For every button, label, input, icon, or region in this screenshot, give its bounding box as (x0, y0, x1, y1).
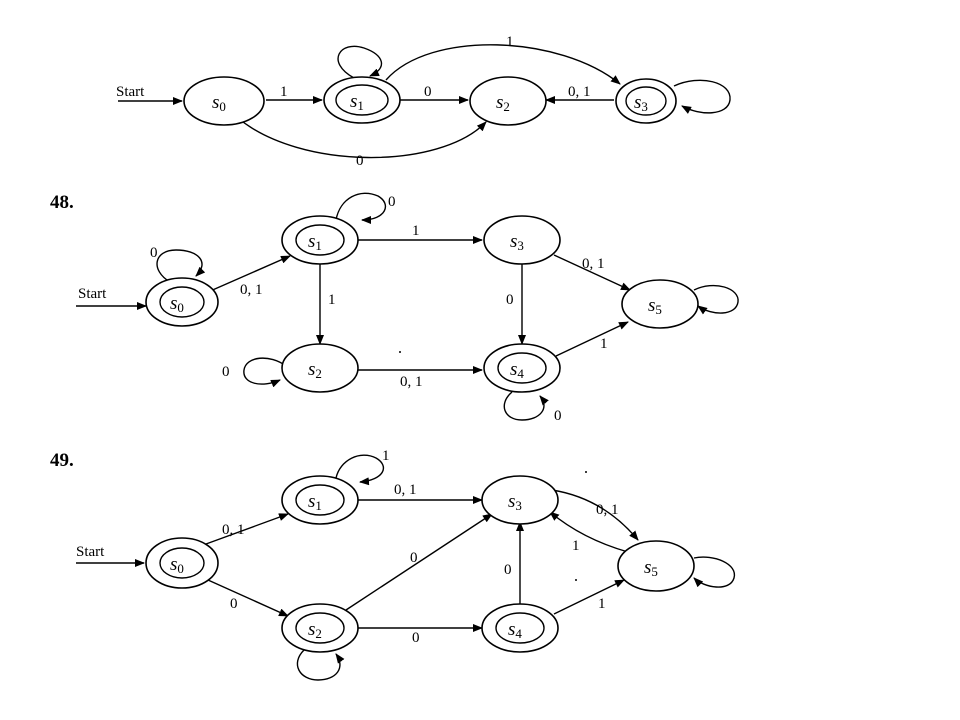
svg-text:s3: s3 (508, 491, 522, 513)
svg-text:s3: s3 (510, 231, 524, 253)
diagram-48: 48. Start 0 0 0, 1 1 1 0 0, 1 0, 1 1 0 (50, 192, 739, 424)
edge-label: 0 (356, 153, 364, 169)
svg-text:s1: s1 (308, 491, 322, 513)
problem-number: 48. (50, 192, 74, 213)
state-s4: s4 (481, 603, 559, 653)
edge-label: 0 (410, 550, 418, 566)
state-s0: s0 (183, 76, 265, 126)
edge-s5-s3 (549, 511, 629, 553)
edge-label: 1 (382, 448, 390, 464)
state-s0: s0 (145, 537, 219, 589)
edge-label: 1 (572, 538, 580, 554)
stray-mark (585, 471, 587, 473)
stray-mark (399, 351, 401, 353)
edge-label: 0 (388, 194, 396, 210)
edge-label: 1 (506, 34, 514, 50)
state-s4: s4 (483, 343, 561, 393)
loop-s5 (693, 284, 739, 315)
edge-label: 0, 1 (400, 374, 423, 390)
edge-s4-s5 (553, 579, 625, 615)
svg-text:s0: s0 (212, 92, 226, 114)
svg-text:s1: s1 (308, 231, 322, 253)
edge-label: 0, 1 (596, 502, 619, 518)
svg-text:s0: s0 (170, 293, 184, 315)
state-s0: s0 (145, 277, 219, 327)
state-s5: s5 (621, 279, 699, 329)
edge-label: 1 (412, 223, 420, 239)
svg-text:s4: s4 (508, 619, 522, 641)
loop-s3 (673, 79, 731, 114)
edge-label: 0 (554, 408, 562, 424)
edge-label: 1 (598, 596, 606, 612)
svg-text:s2: s2 (308, 359, 322, 381)
stray-mark (575, 579, 577, 581)
edge-label: 0 (506, 292, 514, 308)
edge-s0-s1 (205, 513, 289, 545)
state-s1: s1 (281, 475, 359, 525)
state-s3: s3 (483, 215, 561, 265)
start-label: Start (78, 286, 107, 302)
problem-number: 49. (50, 450, 74, 471)
loop-s0 (156, 249, 206, 283)
state-s2: s2 (469, 76, 547, 126)
edge-label: 1 (328, 292, 336, 308)
svg-text:s0: s0 (170, 554, 184, 576)
diagram-top: Start 1 0 1 0, 1 0 s0 s1 s2 (116, 34, 731, 169)
svg-text:s5: s5 (644, 557, 658, 579)
diagram-49: 49. Start 1 0, 1 0 0, 1 0 0 0 0, 1 1 (50, 448, 735, 681)
edge-s4-s5 (555, 321, 629, 357)
state-s3: s3 (615, 78, 677, 124)
loop-s1 (335, 454, 385, 486)
loop-s1 (335, 192, 387, 224)
state-s3: s3 (481, 475, 559, 525)
edge-s2-s3 (345, 513, 493, 611)
edge-label: 0 (230, 596, 238, 612)
state-s2: s2 (281, 343, 359, 393)
edge-label: 0, 1 (568, 84, 591, 100)
edge-s3-s5 (553, 254, 631, 291)
loop-s2 (243, 357, 287, 388)
svg-text:s2: s2 (308, 619, 322, 641)
edge-s0-s2 (237, 117, 487, 159)
edge-label: 0, 1 (582, 256, 605, 272)
loop-s4 (503, 391, 549, 421)
edge-s1-s3 (385, 44, 621, 85)
edge-label: 0, 1 (394, 482, 417, 498)
loop-s5 (693, 556, 735, 588)
edge-label: 0, 1 (222, 522, 245, 538)
start-label: Start (76, 544, 105, 560)
edge-label: 0, 1 (240, 282, 263, 298)
edge-label: 1 (600, 336, 608, 352)
svg-text:s4: s4 (510, 359, 524, 381)
svg-text:s2: s2 (496, 92, 510, 114)
state-s2: s2 (281, 603, 359, 653)
state-s5: s5 (617, 540, 695, 592)
svg-text:s3: s3 (634, 92, 648, 114)
svg-text:s5: s5 (648, 295, 662, 317)
edge-s3-s5 (551, 489, 639, 541)
state-s1: s1 (323, 76, 401, 124)
edge-label: 0 (504, 562, 512, 578)
edge-label: 0 (222, 364, 230, 380)
edge-s0-s2 (207, 579, 289, 617)
edge-label: 0 (424, 84, 432, 100)
edge-label: 0 (150, 245, 158, 261)
svg-text:s1: s1 (350, 91, 364, 113)
loop-s2 (296, 649, 345, 681)
edge-label: 0 (412, 630, 420, 646)
start-label: Start (116, 84, 145, 100)
edge-label: 1 (280, 84, 288, 100)
state-s1: s1 (281, 215, 359, 265)
loop-s1 (337, 45, 382, 79)
edge-s0-s1 (207, 255, 291, 293)
